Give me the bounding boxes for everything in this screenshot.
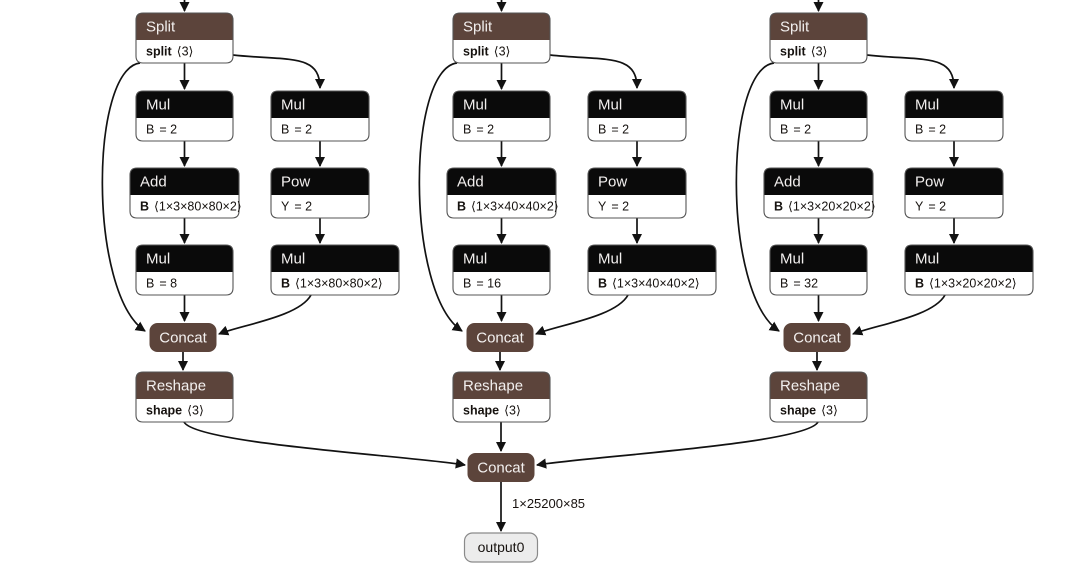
column-0-right-pow[interactable]: Pow Y= 2 <box>270 167 370 219</box>
column-0-edge-split-bypass-concat <box>101 62 146 332</box>
column-0-reshape-node-attr: shape⟨3⟩ <box>146 404 204 418</box>
edge-reshape0-finalconcat <box>183 421 467 469</box>
column-1-edge-split-rightmul <box>549 54 643 90</box>
column-2-left-mul-2[interactable]: Mul B= 32 <box>769 244 868 296</box>
column-1-right-mul-1-attr: B= 2 <box>598 123 629 137</box>
column-2-reshape-node[interactable]: Reshape shape⟨3⟩ <box>769 371 868 423</box>
column-1-right-mul-2-header-label: Mul <box>598 250 622 267</box>
column-1-reshape-node[interactable]: Reshape shape⟨3⟩ <box>452 371 551 423</box>
column-0-edge-split-rightmul <box>232 54 326 90</box>
column-1-edge-rightmul2-concat <box>535 294 629 336</box>
column-2-concat-node[interactable]: Concat <box>783 323 851 352</box>
column-2-concat-node-label: Concat <box>793 329 841 346</box>
column-0-left-add-header-label: Add <box>140 173 167 190</box>
column-1-left-mul-2-header-label: Mul <box>463 250 487 267</box>
column-0-right-mul-2-header-label: Mul <box>281 250 305 267</box>
column-1-split-node-attr: split⟨3⟩ <box>463 45 510 59</box>
final-concat-node[interactable]: Concat <box>467 453 535 482</box>
column-2-left-mul-1-attr: B= 2 <box>780 123 811 137</box>
column-0-split-node[interactable]: Split split⟨3⟩ <box>135 12 234 64</box>
column-2-right-mul-2-header-label: Mul <box>915 250 939 267</box>
column-1-left-mul-1-attr: B= 2 <box>463 123 494 137</box>
column-0-left-mul-1-header-label: Mul <box>146 96 170 113</box>
column-0-right-mul-1-attr: B= 2 <box>281 123 312 137</box>
column-0-edge-rightmul2-concat <box>218 294 312 336</box>
column-2-left-mul-1-header-label: Mul <box>780 96 804 113</box>
column-1-right-pow[interactable]: Pow Y= 2 <box>587 167 687 219</box>
column-2-left-add-attr: B⟨1×3×20×20×2⟩ <box>774 200 876 214</box>
column-1-right-mul-2-attr: B⟨1×3×40×40×2⟩ <box>598 277 700 291</box>
column-1-left-add-header-label: Add <box>457 173 484 190</box>
column-1-left-mul-2-attr: B= 16 <box>463 277 501 291</box>
column-0-right-pow-header-label: Pow <box>281 173 310 190</box>
column-0-right-mul-1-header-label: Mul <box>281 96 305 113</box>
column-2-reshape-node-header-label: Reshape <box>780 377 840 394</box>
column-0-reshape-node[interactable]: Reshape shape⟨3⟩ <box>135 371 234 423</box>
column-0-left-mul-2[interactable]: Mul B= 8 <box>135 244 234 296</box>
column-2-right-pow-attr: Y= 2 <box>915 200 946 214</box>
edge-reshape2-finalconcat <box>535 421 819 469</box>
column-2-split-node-attr: split⟨3⟩ <box>780 45 827 59</box>
column-1-reshape-node-header-label: Reshape <box>463 377 523 394</box>
column-2-right-mul-1-header-label: Mul <box>915 96 939 113</box>
column-0-right-mul-1[interactable]: Mul B= 2 <box>270 90 370 142</box>
column-0-left-mul-2-header-label: Mul <box>146 250 170 267</box>
column-1-edge-split-bypass-concat <box>418 62 463 332</box>
column-1-concat-node-label: Concat <box>476 329 524 346</box>
column-1-left-mul-1-header-label: Mul <box>463 96 487 113</box>
column-0-concat-node[interactable]: Concat <box>149 323 217 352</box>
column-0-concat-node-label: Concat <box>159 329 207 346</box>
column-1-reshape-node-attr: shape⟨3⟩ <box>463 404 521 418</box>
column-1-concat-node[interactable]: Concat <box>466 323 534 352</box>
column-1-left-mul-2[interactable]: Mul B= 16 <box>452 244 551 296</box>
column-2-edge-rightmul2-concat <box>852 294 946 336</box>
column-0-reshape-node-header-label: Reshape <box>146 377 206 394</box>
column-2-right-mul-1[interactable]: Mul B= 2 <box>904 90 1004 142</box>
column-0-left-mul-1-attr: B= 2 <box>146 123 177 137</box>
column-1-left-add-attr: B⟨1×3×40×40×2⟩ <box>457 200 559 214</box>
column-0-split-node-header-label: Split <box>146 18 176 35</box>
column-1-split-node[interactable]: Split split⟨3⟩ <box>452 12 551 64</box>
column-2-left-mul-1[interactable]: Mul B= 2 <box>769 90 868 142</box>
column-2-reshape-node-attr: shape⟨3⟩ <box>780 404 838 418</box>
column-0-split-node-attr: split⟨3⟩ <box>146 45 193 59</box>
final-concat-node-label: Concat <box>477 459 525 476</box>
column-1-right-mul-1[interactable]: Mul B= 2 <box>587 90 687 142</box>
column-0-left-mul-1[interactable]: Mul B= 2 <box>135 90 234 142</box>
final-edge-label: 1×25200×85 <box>512 496 585 511</box>
column-0-left-mul-2-attr: B= 8 <box>146 277 177 291</box>
column-2-right-mul-2-attr: B⟨1×3×20×20×2⟩ <box>915 277 1017 291</box>
column-2-edge-split-bypass-concat <box>735 62 780 332</box>
column-2-split-node-header-label: Split <box>780 18 810 35</box>
column-1-right-pow-attr: Y= 2 <box>598 200 629 214</box>
column-2-split-node[interactable]: Split split⟨3⟩ <box>769 12 868 64</box>
column-2-left-add-header-label: Add <box>774 173 801 190</box>
column-2-right-pow[interactable]: Pow Y= 2 <box>904 167 1004 219</box>
column-1-left-mul-1[interactable]: Mul B= 2 <box>452 90 551 142</box>
column-0-left-add-attr: B⟨1×3×80×80×2⟩ <box>140 200 242 214</box>
output-node[interactable]: output0 <box>463 532 539 563</box>
column-1-right-mul-1-header-label: Mul <box>598 96 622 113</box>
column-0-right-pow-attr: Y= 2 <box>281 200 312 214</box>
column-2-edge-split-rightmul <box>866 54 960 90</box>
output-node-label: output0 <box>478 539 525 555</box>
column-2-left-mul-2-header-label: Mul <box>780 250 804 267</box>
edges-layer <box>101 0 960 533</box>
column-2-right-pow-header-label: Pow <box>915 173 944 190</box>
column-1-right-pow-header-label: Pow <box>598 173 627 190</box>
column-2-right-mul-1-attr: B= 2 <box>915 123 946 137</box>
column-1-split-node-header-label: Split <box>463 18 493 35</box>
column-2-left-mul-2-attr: B= 32 <box>780 277 818 291</box>
column-0-right-mul-2-attr: B⟨1×3×80×80×2⟩ <box>281 277 383 291</box>
